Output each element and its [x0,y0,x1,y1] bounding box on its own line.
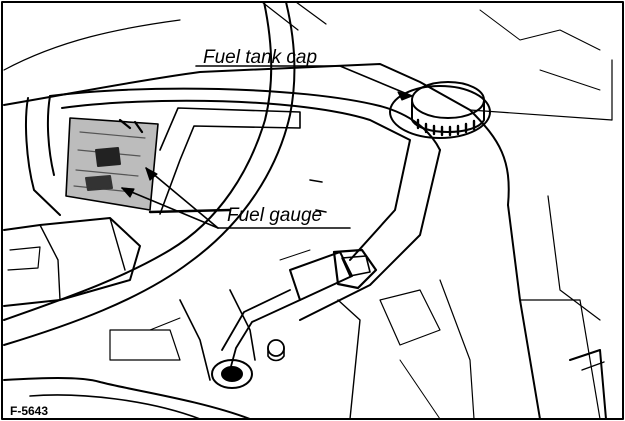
figure-code: F-5643 [10,405,48,417]
fuel-tank-cap-label: Fuel tank cap [203,48,317,67]
steering-column-lever [222,250,376,370]
fuel-gauge-panel [66,118,158,210]
windshield-line [4,20,180,70]
cluster-hood-left [26,98,60,215]
fuel-gauge-label: Fuel gauge [227,206,322,225]
